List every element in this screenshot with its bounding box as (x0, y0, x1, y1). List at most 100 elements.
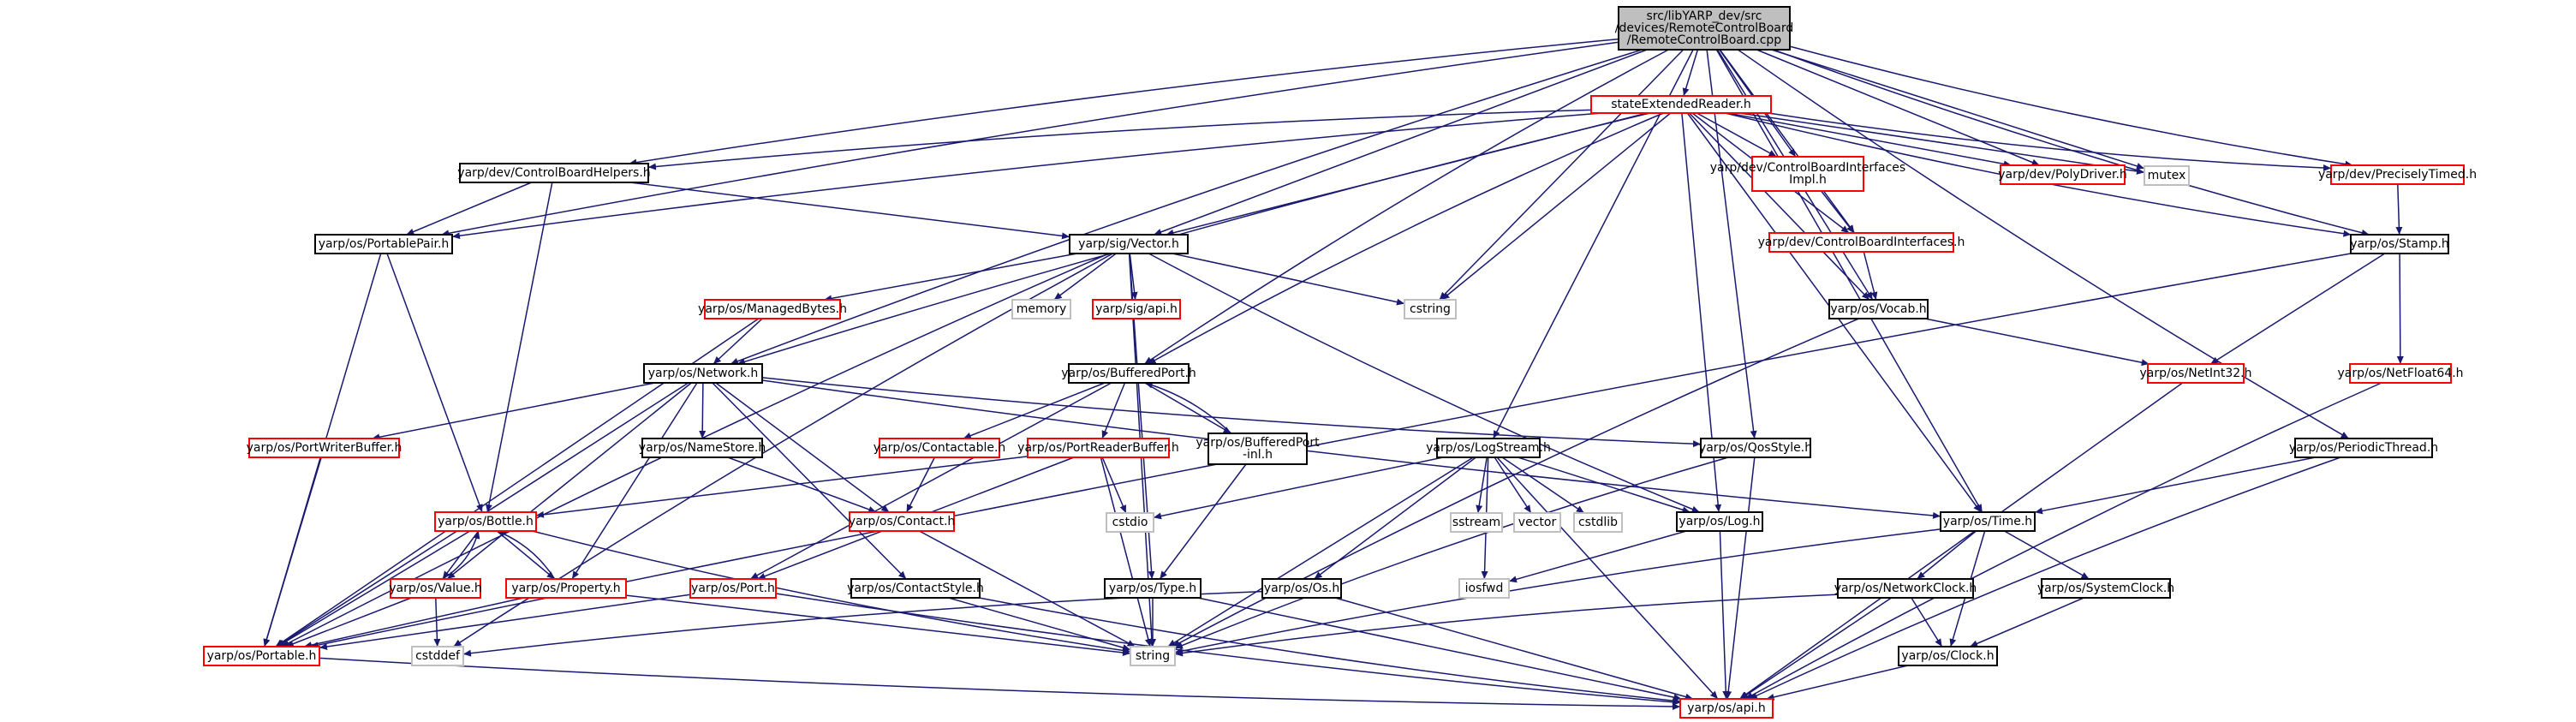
node-ptimed[interactable]: yarp/dev/PreciselyTimed.h (2318, 164, 2477, 185)
node-root[interactable]: src/libYARP_dev/src/devices/RemoteContro… (1615, 6, 1793, 51)
node-net[interactable]: yarp/os/Network.h (643, 363, 763, 384)
node-box (2350, 234, 2449, 254)
node-box (689, 578, 777, 599)
node-box (850, 578, 981, 599)
node-label: yarp/dev/PreciselyTimed.h (2318, 168, 2477, 182)
edge-ser-to-mutex (1739, 112, 2145, 175)
node-portable[interactable]: yarp/os/Portable.h (203, 646, 320, 666)
edge-bp-to-contactable (963, 382, 1106, 439)
node-label: yarp/os/PortWriterBuffer.h (247, 441, 402, 455)
node-time[interactable]: yarp/os/Time.h (1940, 511, 2036, 532)
node-label: yarp/os/Stamp.h (2350, 237, 2449, 251)
edge-contactable-to-contact (905, 456, 936, 513)
node-contact[interactable]: yarp/os/Contact.h (849, 511, 956, 532)
node-bpinl[interactable]: yarp/os/BufferedPort-inl.h (1196, 433, 1320, 465)
edge-root-to-cbi (1719, 49, 1856, 234)
node-os[interactable]: yarp/os/Os.h (1261, 578, 1342, 599)
node-box (1700, 438, 1811, 458)
node-ls[interactable]: yarp/os/LogStream.h (1426, 438, 1551, 458)
edge-clock-to-osapi (1766, 665, 1909, 701)
edge-ser-to-cbh (647, 109, 1592, 170)
node-log[interactable]: yarp/os/Log.h (1676, 511, 1763, 532)
node-clock[interactable]: yarp/os/Clock.h (1898, 646, 1998, 666)
node-box (248, 438, 400, 458)
node-label: yarp/os/Time.h (1943, 515, 2032, 528)
node-prop[interactable]: yarp/os/Property.h (505, 578, 627, 599)
nodes-layer: src/libYARP_dev/src/devices/RemoteContro… (203, 6, 2477, 719)
node-bottle[interactable]: yarp/os/Bottle.h (434, 511, 537, 532)
edge-root-to-stamp (1773, 49, 2370, 236)
edge-net-to-pwb (372, 382, 656, 441)
node-label: yarp/os/PortablePair.h (319, 237, 450, 251)
node-label: cstring (1410, 302, 1451, 316)
edge-root-to-mutex (1771, 49, 2145, 170)
node-box (1261, 578, 1342, 599)
node-sclock[interactable]: yarp/os/SystemClock.h (2037, 578, 2174, 599)
node-label: yarp/os/ContactStyle.h (847, 582, 984, 595)
node-vec[interactable]: yarp/sig/Vector.h (1069, 234, 1189, 254)
edge-bottle-to-portable (277, 530, 471, 647)
edge-prop-to-portable (303, 597, 524, 648)
edge-prop-to-string (625, 594, 1131, 656)
node-poly[interactable]: yarp/dev/PolyDriver.h (1998, 164, 2127, 185)
node-pp[interactable]: yarp/os/PortablePair.h (314, 234, 453, 254)
node-cs[interactable]: yarp/os/ContactStyle.h (847, 578, 984, 599)
edge-mb-to-net (713, 318, 763, 365)
edge-pp-to-bottle (386, 253, 483, 513)
node-label: yarp/dev/ControlBoardInterfaces (1710, 161, 1905, 175)
node-label: stateExtendedReader.h (1611, 98, 1751, 111)
edge-root-to-cstring (1439, 49, 1685, 301)
node-label: mutex (2148, 169, 2186, 182)
node-label: yarp/os/Contactable.h (874, 441, 1006, 455)
node-label: -inl.h (1243, 448, 1273, 462)
node-sigapi[interactable]: yarp/sig/api.h (1092, 299, 1181, 319)
node-netint[interactable]: yarp/os/NetInt32.h (2139, 363, 2252, 384)
node-netflt[interactable]: yarp/os/NetFloat64.h (2337, 363, 2464, 384)
edge-sclock-to-clock (1969, 597, 2084, 647)
node-box (849, 511, 955, 532)
edge-port-to-osapi (775, 593, 1681, 706)
edge-vec-to-log (1148, 253, 1700, 513)
edge-pwb-to-portable (263, 456, 322, 647)
edge-os-to-osapi (1334, 597, 1694, 701)
node-label: Impl.h (1789, 173, 1827, 187)
node-stamp[interactable]: yarp/os/Stamp.h (2350, 234, 2449, 254)
node-contactable[interactable]: yarp/os/Contactable.h (874, 438, 1006, 458)
node-label: yarp/os/Os.h (1264, 582, 1339, 595)
node-box (1130, 646, 1176, 666)
node-ser[interactable]: stateExtendedReader.h (1590, 95, 1772, 114)
node-nclock[interactable]: yarp/os/NetworkClock.h (1834, 578, 1977, 599)
node-osapi[interactable]: yarp/os/api.h (1679, 698, 1774, 719)
node-value[interactable]: yarp/os/Value.h (389, 578, 482, 599)
node-cstring: cstring (1404, 299, 1457, 319)
node-type[interactable]: yarp/os/Type.h (1104, 578, 1202, 599)
edge-root-to-cbh (629, 38, 1619, 166)
edge-ls-to-string (1167, 456, 1474, 647)
edge-ptimed-to-stamp (2395, 183, 2403, 236)
node-label: yarp/os/Value.h (389, 582, 482, 595)
edge-cbh-to-vec (629, 182, 1070, 240)
node-cbi[interactable]: yarp/dev/ControlBoardInterfaces.h (1758, 232, 1965, 253)
node-ns[interactable]: yarp/os/NameStore.h (639, 438, 766, 458)
node-box (1027, 438, 1170, 458)
node-iosfwd: iosfwd (1458, 578, 1510, 599)
node-pwb[interactable]: yarp/os/PortWriterBuffer.h (247, 438, 402, 458)
node-prb[interactable]: yarp/os/PortReaderBuffer.h (1017, 438, 1179, 458)
node-qos[interactable]: yarp/os/QosStyle.h (1699, 438, 1812, 458)
node-pt[interactable]: yarp/os/PeriodicThread.h (2289, 438, 2438, 458)
node-bp[interactable]: yarp/os/BufferedPort.h (1061, 363, 1196, 384)
edge-pt-to-time (2034, 456, 2316, 515)
edge-bp-to-bpinl (1144, 382, 1232, 434)
node-label: yarp/dev/PolyDriver.h (1998, 168, 2127, 182)
edge-prb-to-bottle (535, 456, 1029, 518)
node-mb[interactable]: yarp/os/ManagedBytes.h (698, 299, 847, 319)
edge-cs-to-string (948, 597, 1131, 651)
edge-nclock-to-string (1174, 594, 1839, 657)
node-cbh[interactable]: yarp/dev/ControlBoardHelpers.h (457, 163, 651, 183)
edge-log-to-iosfwd (1508, 530, 1687, 583)
node-box (314, 234, 453, 254)
edge-bp-to-prb (1101, 382, 1126, 439)
node-port[interactable]: yarp/os/Port.h (689, 578, 777, 599)
node-vocab[interactable]: yarp/os/Vocab.h (1828, 299, 1929, 319)
